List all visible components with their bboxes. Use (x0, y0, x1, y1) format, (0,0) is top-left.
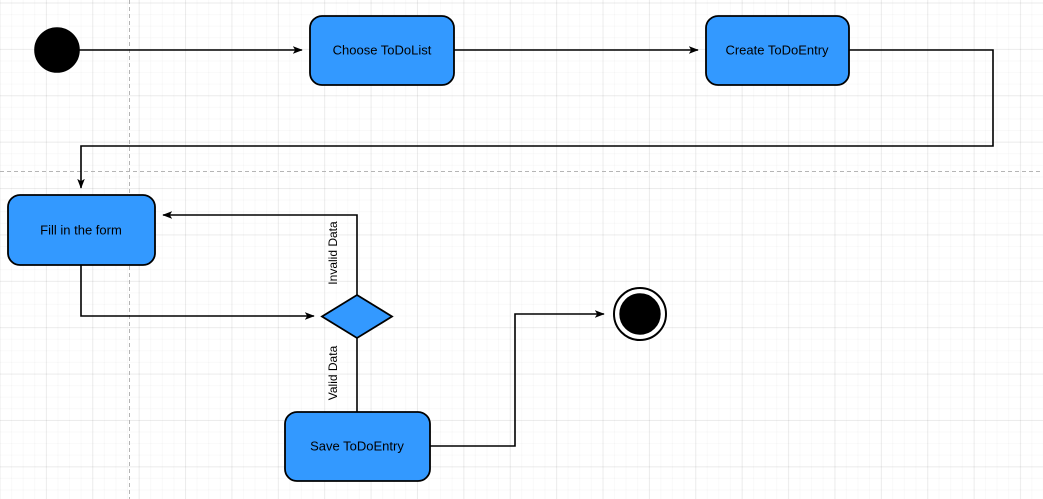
action-box-create-todoentry[interactable] (705, 15, 850, 86)
action-label-fill-in-the-form: Fill in the form (40, 222, 122, 237)
edge-save-todoentry-to-end[interactable] (430, 310, 605, 447)
action-box-choose-todolist[interactable] (309, 15, 455, 86)
node-decision[interactable] (320, 293, 394, 340)
action-box-fill-in-the-form[interactable] (7, 194, 156, 266)
node-create-todoentry[interactable]: Create ToDoEntry (705, 15, 850, 86)
edge-label-invalid-data: Invalid Data (326, 221, 340, 285)
action-box-save-todoentry[interactable] (284, 411, 431, 482)
initial-node-circle[interactable] (34, 27, 80, 73)
edge-label-valid-data: Valid Data (326, 345, 340, 400)
decision-diamond[interactable] (320, 293, 394, 340)
node-start[interactable] (34, 27, 80, 73)
edges-layer (77, 46, 994, 447)
node-save-todoentry[interactable]: Save ToDoEntry (284, 411, 431, 482)
edge-labels-layer: Invalid Data Valid Data (326, 221, 340, 400)
edge-fill-in-the-form-to-decision[interactable] (80, 265, 315, 320)
action-label-create-todoentry: Create ToDoEntry (725, 42, 829, 57)
final-node-inner-disc[interactable] (619, 293, 661, 335)
action-label-choose-todolist: Choose ToDoList (333, 42, 432, 57)
action-label-save-todoentry: Save ToDoEntry (310, 438, 404, 453)
node-end[interactable] (613, 287, 667, 341)
edge-decision-to-fill-in-the-form-invalid[interactable] (162, 211, 358, 295)
node-fill-in-the-form[interactable]: Fill in the form (7, 194, 156, 266)
edge-create-todoentry-to-fill-in-the-form[interactable] (77, 49, 994, 189)
node-choose-todolist[interactable]: Choose ToDoList (309, 15, 455, 86)
